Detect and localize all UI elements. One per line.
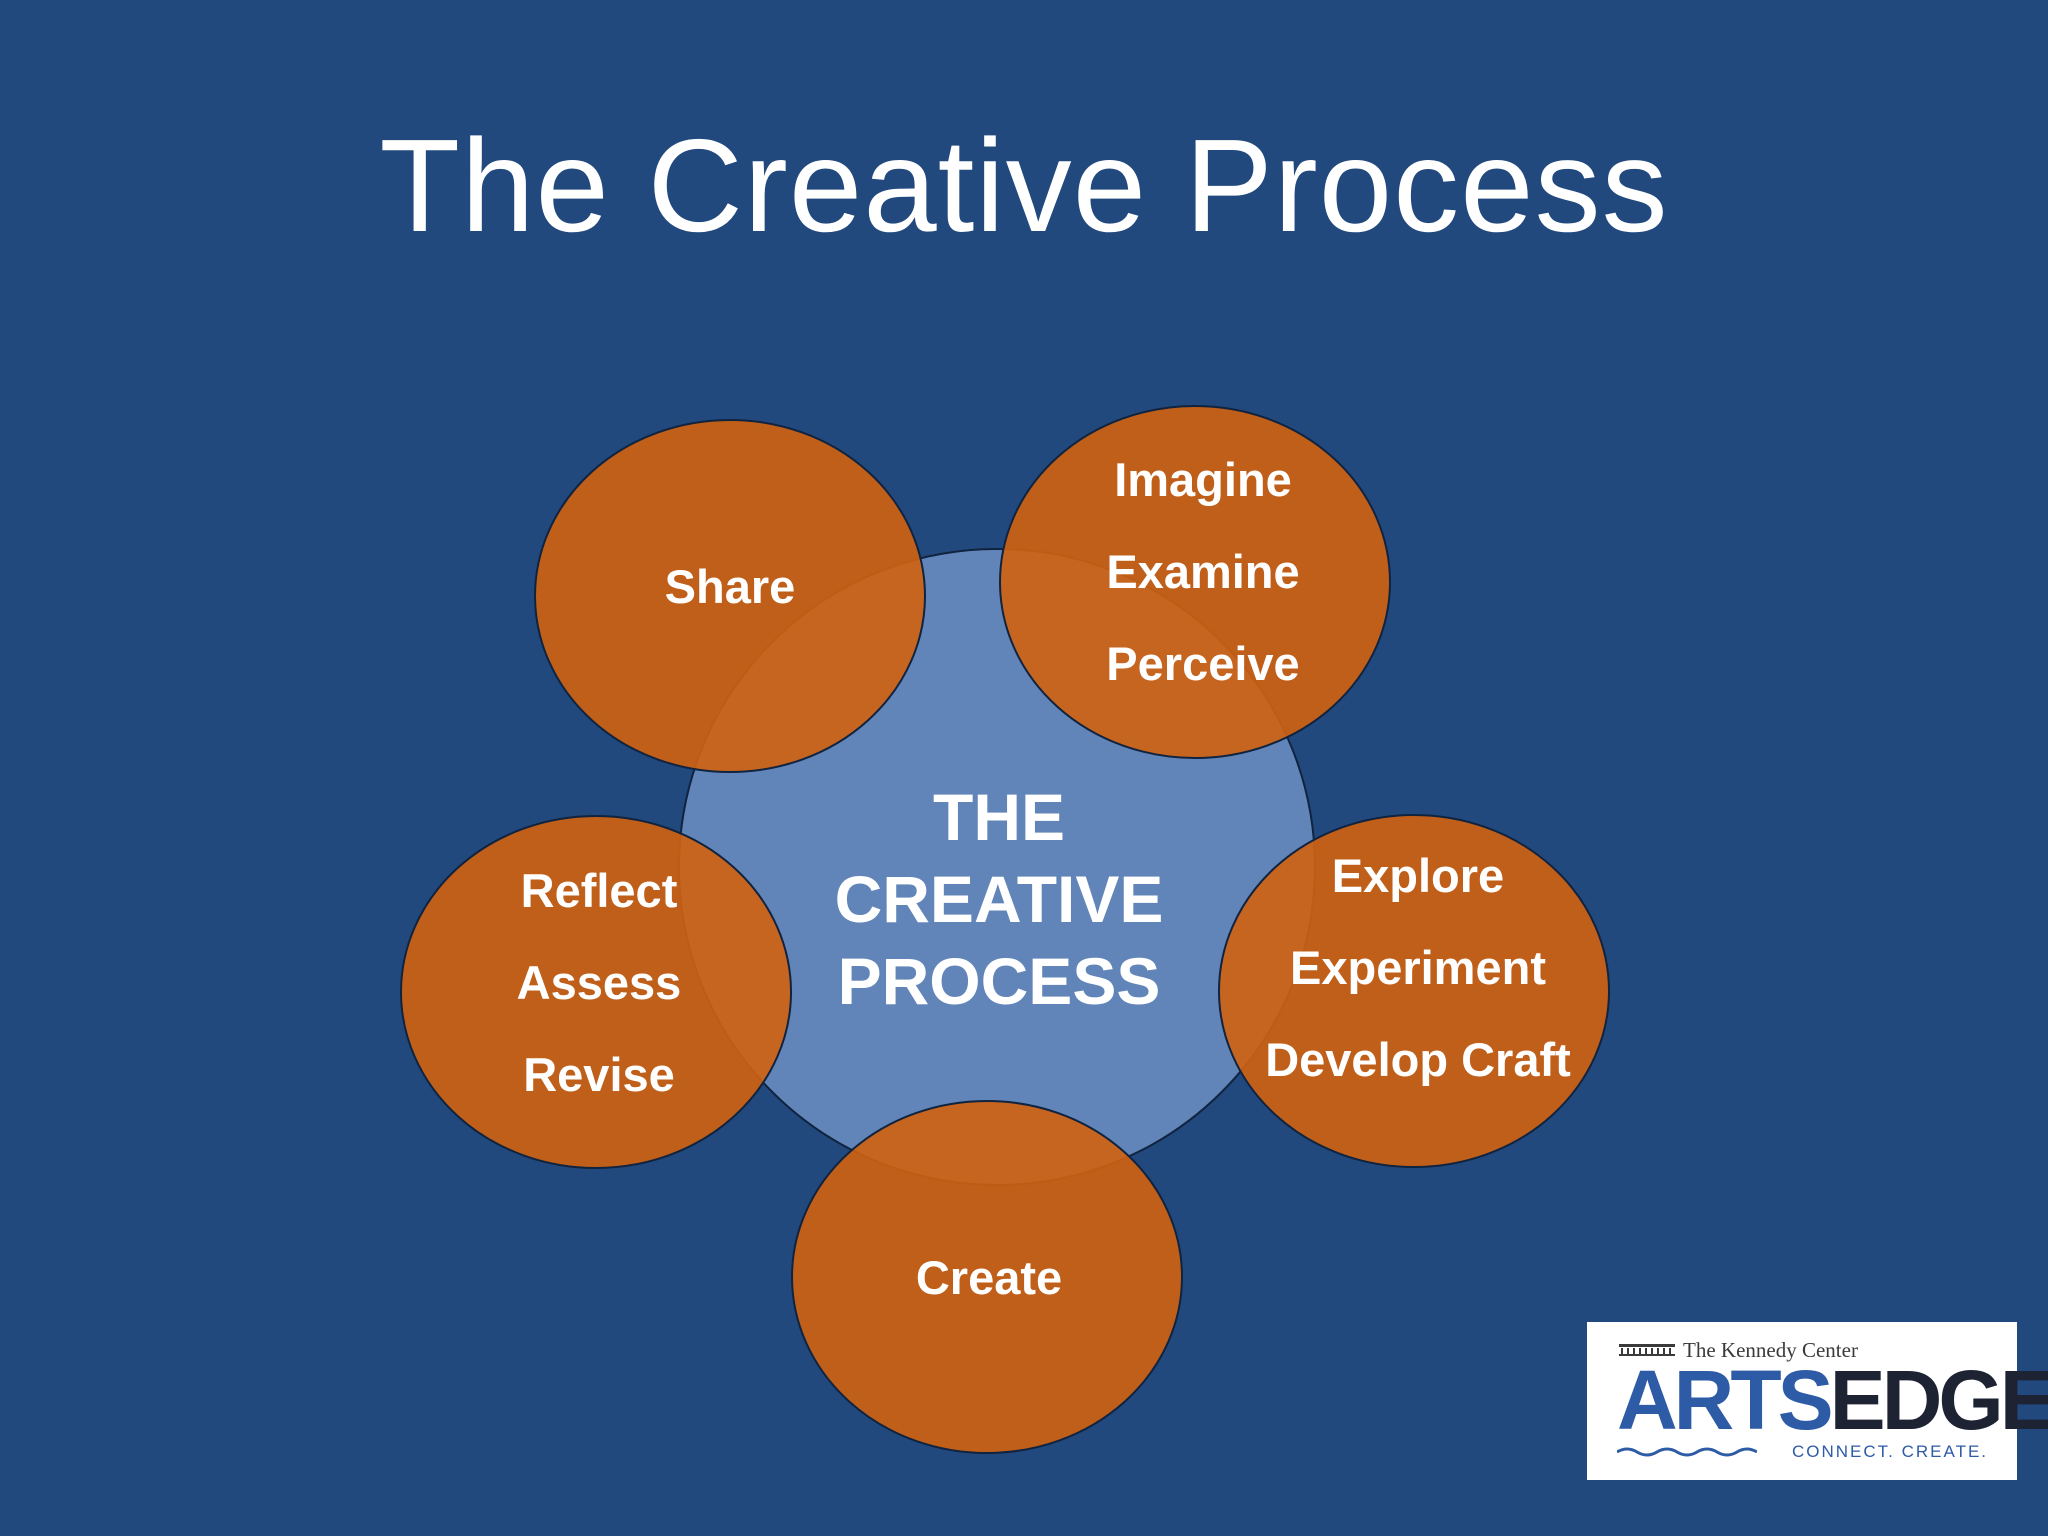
center-label-2: CREATIVE [835, 862, 1164, 936]
node-create-label: Create [916, 1251, 1062, 1304]
logo-org-name: The Kennedy Center [1683, 1338, 1858, 1362]
node-reflect-label-1: Reflect [521, 864, 678, 917]
slide-title: The Creative Process [379, 112, 1669, 259]
node-share-label: Share [665, 560, 796, 613]
node-create-ellipse [791, 1100, 1183, 1454]
artsedge-logo: The Kennedy Center ARTSEDGE CONNECT. CRE… [1587, 1322, 2048, 1480]
node-create: Create [791, 1100, 1183, 1454]
logo-wave-icon [1617, 1447, 1757, 1457]
kennedy-center-building-icon [1619, 1344, 1675, 1356]
node-reflect-label-2: Assess [517, 956, 682, 1009]
node-imagine: Imagine Examine Perceive [999, 405, 1391, 759]
logo-wordmark-arts: ARTS [1617, 1353, 1834, 1447]
node-reflect-label-3: Revise [523, 1048, 675, 1101]
node-share: Share [534, 419, 926, 773]
logo-wordmark-edge: EDGE [1829, 1353, 2048, 1447]
node-reflect: Reflect Assess Revise [400, 815, 792, 1169]
node-imagine-label-1: Imagine [1114, 453, 1292, 506]
center-label-1: THE [933, 780, 1065, 854]
logo-wordmark: ARTSEDGE [1617, 1358, 2048, 1442]
node-share-ellipse [534, 419, 926, 773]
center-label-group: THE CREATIVE PROCESS [835, 780, 1164, 1018]
node-explore-label-2: Experiment [1290, 941, 1546, 994]
node-explore: Explore Experiment Develop Craft [1218, 814, 1610, 1168]
node-reflect-ellipse [400, 815, 792, 1169]
node-explore-label-3: Develop Craft [1265, 1033, 1571, 1086]
logo-tagline: CONNECT. CREATE. [1792, 1442, 1989, 1461]
node-imagine-label-3: Perceive [1106, 637, 1299, 690]
center-label-3: PROCESS [838, 944, 1161, 1018]
node-explore-ellipse [1218, 814, 1610, 1168]
node-imagine-label-2: Examine [1106, 545, 1299, 598]
node-explore-label-1: Explore [1332, 849, 1504, 902]
node-imagine-ellipse [999, 405, 1391, 759]
